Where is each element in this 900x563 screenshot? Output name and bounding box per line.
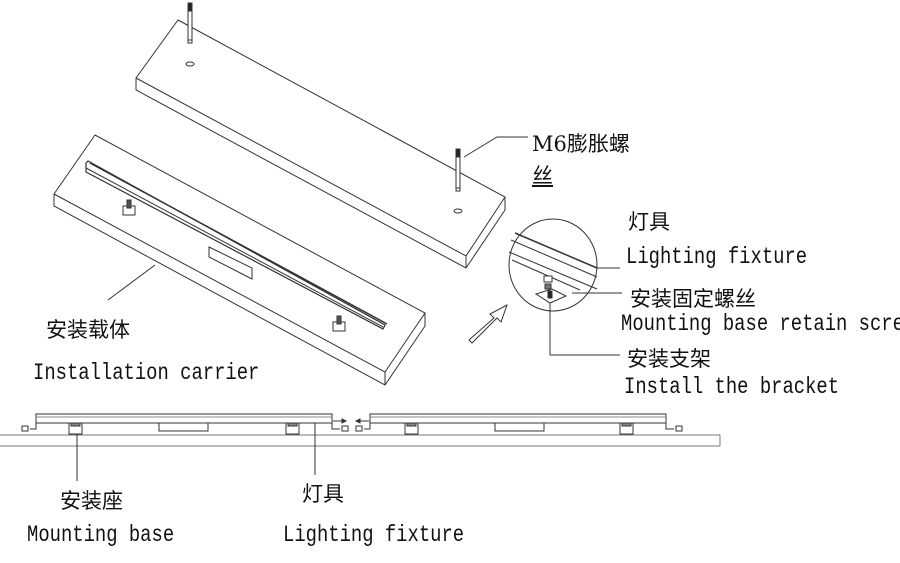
- m6-expansion-anchor-left: [188, 3, 192, 43]
- m6-anchor-label-cn: M6膨胀螺: [532, 132, 630, 156]
- carrier-leader-line: [108, 265, 155, 300]
- m6-anchor-leader-line: [464, 137, 528, 157]
- detail-screw-label-cn: 安装固定螺丝: [630, 287, 756, 311]
- detail-screw-label-en: Mounting base retain screw: [621, 311, 900, 337]
- detail-fixture-label-en: Lighting fixture: [626, 244, 808, 270]
- m6-expansion-anchor-right: [456, 149, 460, 191]
- side-fixture-right: [356, 414, 682, 434]
- m6-anchor-label-cn-line2: 丝: [532, 164, 553, 188]
- side-fixture-label-cn: 灯具: [302, 482, 344, 506]
- mounting-base-iso-right: [333, 316, 345, 331]
- side-fixture-left: [22, 414, 348, 434]
- mounting-base-iso-left: [123, 200, 135, 215]
- leader-detail-bracket: [550, 303, 620, 355]
- mounting-base-label-cn: 安装座: [60, 489, 123, 513]
- carrier-label-en: Installation carrier: [33, 360, 260, 386]
- lighting-fixture-iso: [86, 161, 387, 329]
- carrier-label-cn: 安装载体: [46, 318, 130, 342]
- detail-circle: [509, 219, 597, 311]
- upper-carrier-plate: [136, 20, 505, 268]
- detail-bracket-label-en: Install the bracket: [624, 374, 840, 400]
- detail-arrow-icon: [469, 305, 507, 343]
- side-fixture-label-en: Lighting fixture: [283, 522, 465, 548]
- detail-fixture-label-cn: 灯具: [628, 210, 670, 234]
- mounting-base-label-en: Mounting base: [27, 522, 175, 548]
- detail-bracket-label-cn: 安装支架: [627, 347, 711, 371]
